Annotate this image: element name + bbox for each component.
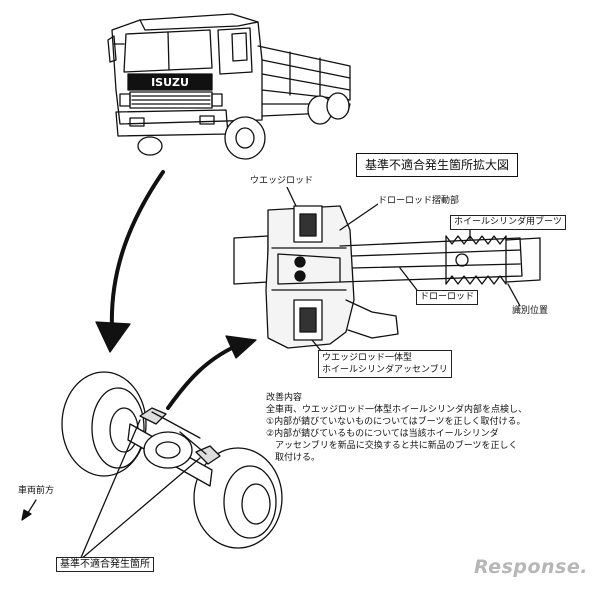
label-wedge-rod-integrated: ウエッジロッド一体型 <box>322 353 413 363</box>
label-wedge-rod-integrated-assembly: ウエッジロッド一体型 ホイールシリンダアッセンブリ <box>318 350 452 378</box>
response-watermark-logo: Response. <box>474 556 588 578</box>
label-front-direction: 車両前方 <box>18 486 55 497</box>
wheel-cylinder-detail <box>233 184 541 353</box>
label-wheel-cylinder-assembly: ホイールシリンダアッセンブリ <box>322 365 448 375</box>
improvement-note-heading: 改善内容 <box>266 393 303 403</box>
improvement-note-line: ②内部が錆びているものについては当該ホイールシリンダ <box>266 429 499 439</box>
label-wheel-cylinder-boot: ホイールシリンダ用ブーツ <box>450 215 566 230</box>
detail-title: 基準不適合発生箇所拡大図 <box>356 153 519 177</box>
label-nonconformity-location: 基準不適合発生箇所 <box>56 557 154 572</box>
rear-axle-illustration <box>21 371 283 561</box>
improvement-note-line: 全車両、ウエッジロッド一体型ホイールシリンダ内部を点検し、 <box>266 405 528 415</box>
label-wedge-rod: ウエッジロッド <box>250 176 314 187</box>
truck-brand-badge: ISUZU <box>151 76 189 89</box>
label-identification-position: 識別位置 <box>512 306 549 317</box>
label-draw-rod: ドローロッド <box>416 290 479 305</box>
arrow-axle-to-detail <box>166 335 257 410</box>
improvement-note-line: アッセンブリを新品に交換すると共に新品のブーツを正しく <box>266 441 518 451</box>
label-draw-rod-sliding: ドローロッド摺動部 <box>378 196 460 207</box>
improvement-note: 改善内容 全車両、ウエッジロッド一体型ホイールシリンダ内部を点検し、 ①内部が錆… <box>266 392 527 464</box>
improvement-note-line: 取付ける。 <box>266 453 321 463</box>
improvement-note-line: ①内部が錆びていないものについてはブーツを正しく取付ける。 <box>266 417 526 427</box>
truck-illustration <box>107 13 351 160</box>
arrow-truck-to-axle <box>95 170 165 353</box>
